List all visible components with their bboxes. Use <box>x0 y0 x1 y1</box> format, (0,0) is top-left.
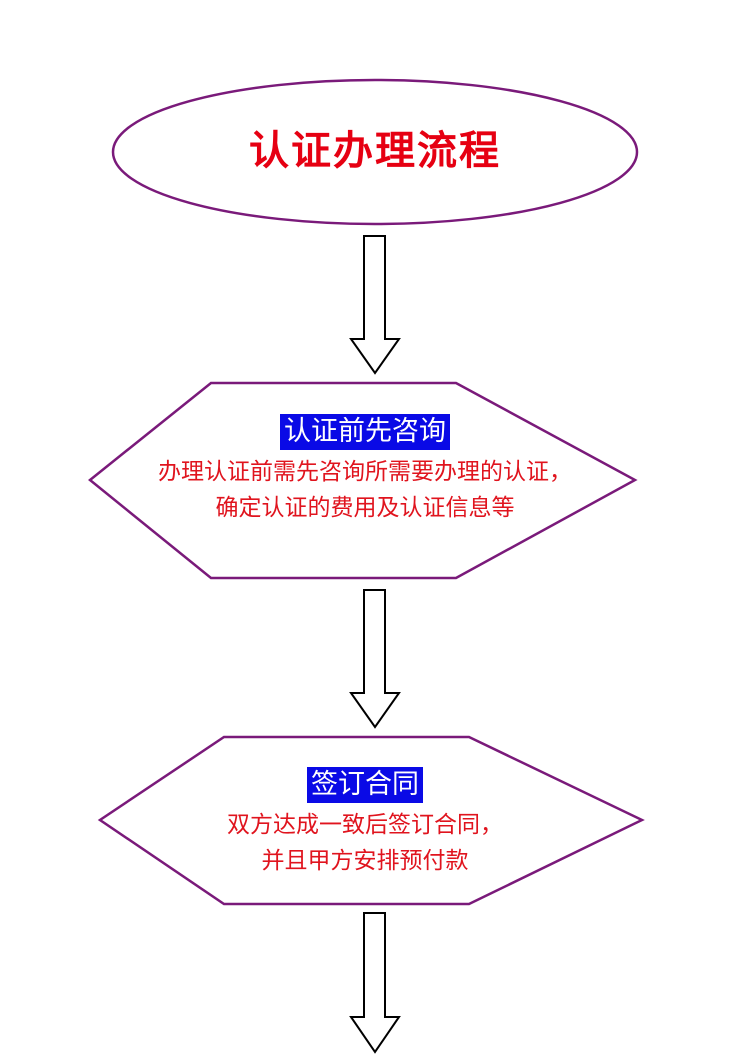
down-arrow <box>349 589 401 729</box>
flow-title: 认证办理流程 <box>249 127 501 174</box>
step-hexagon-2 <box>97 735 645 906</box>
step-description: 办理认证前需先咨询所需要办理的认证， 确定认证的费用及认证信息等 <box>95 454 635 526</box>
step-description-line: 办理认证前需先咨询所需要办理的认证， <box>158 459 572 485</box>
step-description-line: 并且甲方安排预付款 <box>261 848 469 874</box>
step-description-line: 确定认证的费用及认证信息等 <box>215 495 515 521</box>
step-contract: 签订合同 双方达成一致后签订合同， 并且甲方安排预付款 <box>105 767 625 879</box>
step-description: 双方达成一致后签订合同， 并且甲方安排预付款 <box>105 807 625 879</box>
down-arrow <box>349 235 401 375</box>
down-arrow <box>349 912 401 1054</box>
step-hexagon-1 <box>88 381 638 580</box>
title-ellipse <box>111 78 639 226</box>
step-consult: 认证前先咨询 办理认证前需先咨询所需要办理的认证， 确定认证的费用及认证信息等 <box>95 414 635 526</box>
step-description-line: 双方达成一致后签订合同， <box>227 812 503 838</box>
step-heading: 签订合同 <box>307 767 423 803</box>
step-heading: 认证前先咨询 <box>280 414 450 450</box>
